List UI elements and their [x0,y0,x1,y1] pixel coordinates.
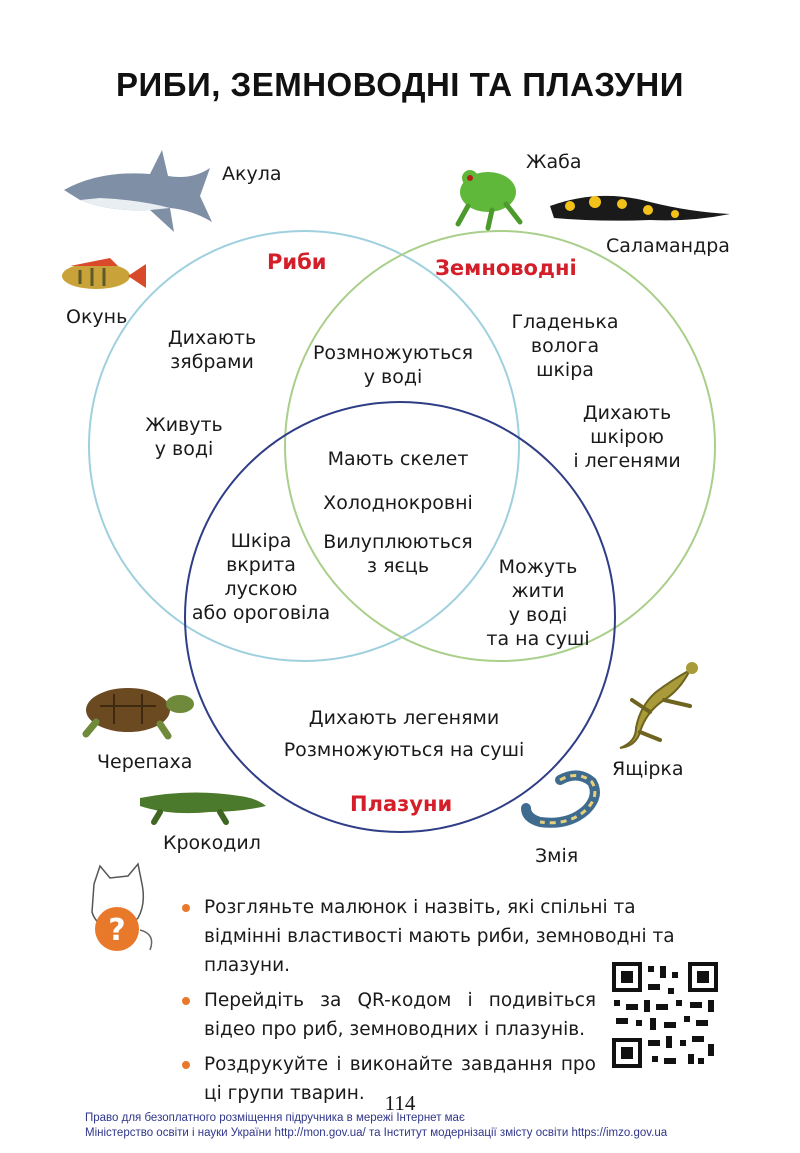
region-reptile-land: Розмножуються на суші [283,739,525,761]
group-label-amphibians: Земноводні [435,256,577,280]
shark-icon [64,150,212,232]
lizard-icon [619,662,698,749]
label-lizard: Ящірка [612,758,684,780]
label-perch: Окунь [66,306,128,328]
label-frog: Жаба [526,151,582,173]
cat-question-icon: ? [91,862,153,951]
region-reptile-lungs: Дихають легенями [308,707,500,729]
label-snake: Змія [535,845,579,867]
task-item: Перейдіть за QR-кодом і подивіться відео… [180,986,596,1044]
task-item: Розгляньте малюнок і назвіть, які спільн… [180,893,714,980]
amphibian-circle [284,230,716,662]
label-salamander: Саламандра [606,235,730,257]
reptile-circle [184,401,616,833]
label-shark: Акула [222,163,282,185]
salamander-icon [550,195,730,221]
perch-icon [62,258,146,289]
crocodile-icon [140,792,266,825]
snake-icon [521,770,600,828]
footer-line: Міністерство освіти і науки України http… [85,1127,668,1139]
frog-icon [455,170,523,231]
task-list: Розгляньте малюнок і назвіть, які спільн… [180,893,720,1114]
turtle-icon [82,688,194,740]
label-crocodile: Крокодил [163,832,261,854]
qr-code-icon [612,962,718,1068]
svg-text:?: ? [108,913,125,948]
label-turtle: Черепаха [97,751,193,773]
footer-credits: Право для безоплатного розміщення підруч… [85,1111,725,1141]
fish-circle [88,230,520,662]
group-label-fish: Риби [267,250,327,274]
region-center-skeleton: Мають скелет [327,448,469,470]
page-title: РИБИ, ЗЕМНОВОДНІ ТА ПЛАЗУНИ [116,66,684,103]
group-label-reptiles: Плазуни [350,792,453,816]
page-number: 114 [384,1091,416,1115]
task-item: Роздрукуйте і виконайте завдання про ці … [180,1050,596,1108]
region-center-coldblooded: Холоднокровні [323,492,473,514]
footer-line: Право для безоплатного розміщення підруч… [85,1112,465,1124]
